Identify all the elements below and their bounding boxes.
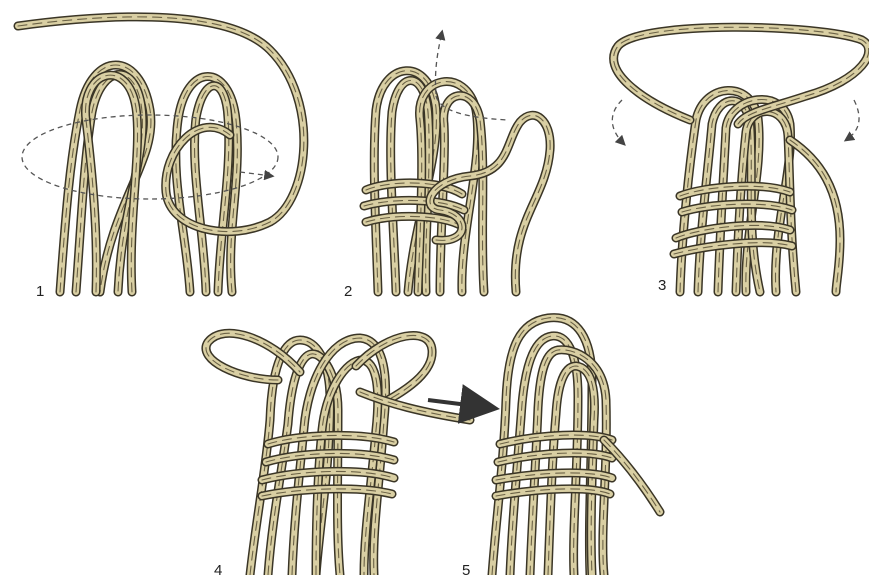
step-3-rope [614,27,869,292]
step-1-panel: 1 [18,17,304,300]
rope-strand [18,17,304,232]
step-4-rope [206,333,470,575]
step-3-label: 3 [658,277,666,294]
rope-strand [18,17,304,232]
step-3-panel: 3 [612,27,868,294]
step-2-panel: 2 [344,32,550,300]
step-1-label: 1 [36,283,44,300]
step-5-rope [492,318,660,575]
step-2-rope [364,71,550,292]
transition-arrow-4-to-5 [428,400,492,408]
rope-strand [18,17,304,232]
step-4-label: 4 [214,562,222,575]
step-5-panel: 5 [462,318,660,575]
step-1-rope [18,17,304,292]
step-5-label: 5 [462,562,470,575]
step-4-panel: 4 [206,333,470,575]
step-2-label: 2 [344,283,352,300]
